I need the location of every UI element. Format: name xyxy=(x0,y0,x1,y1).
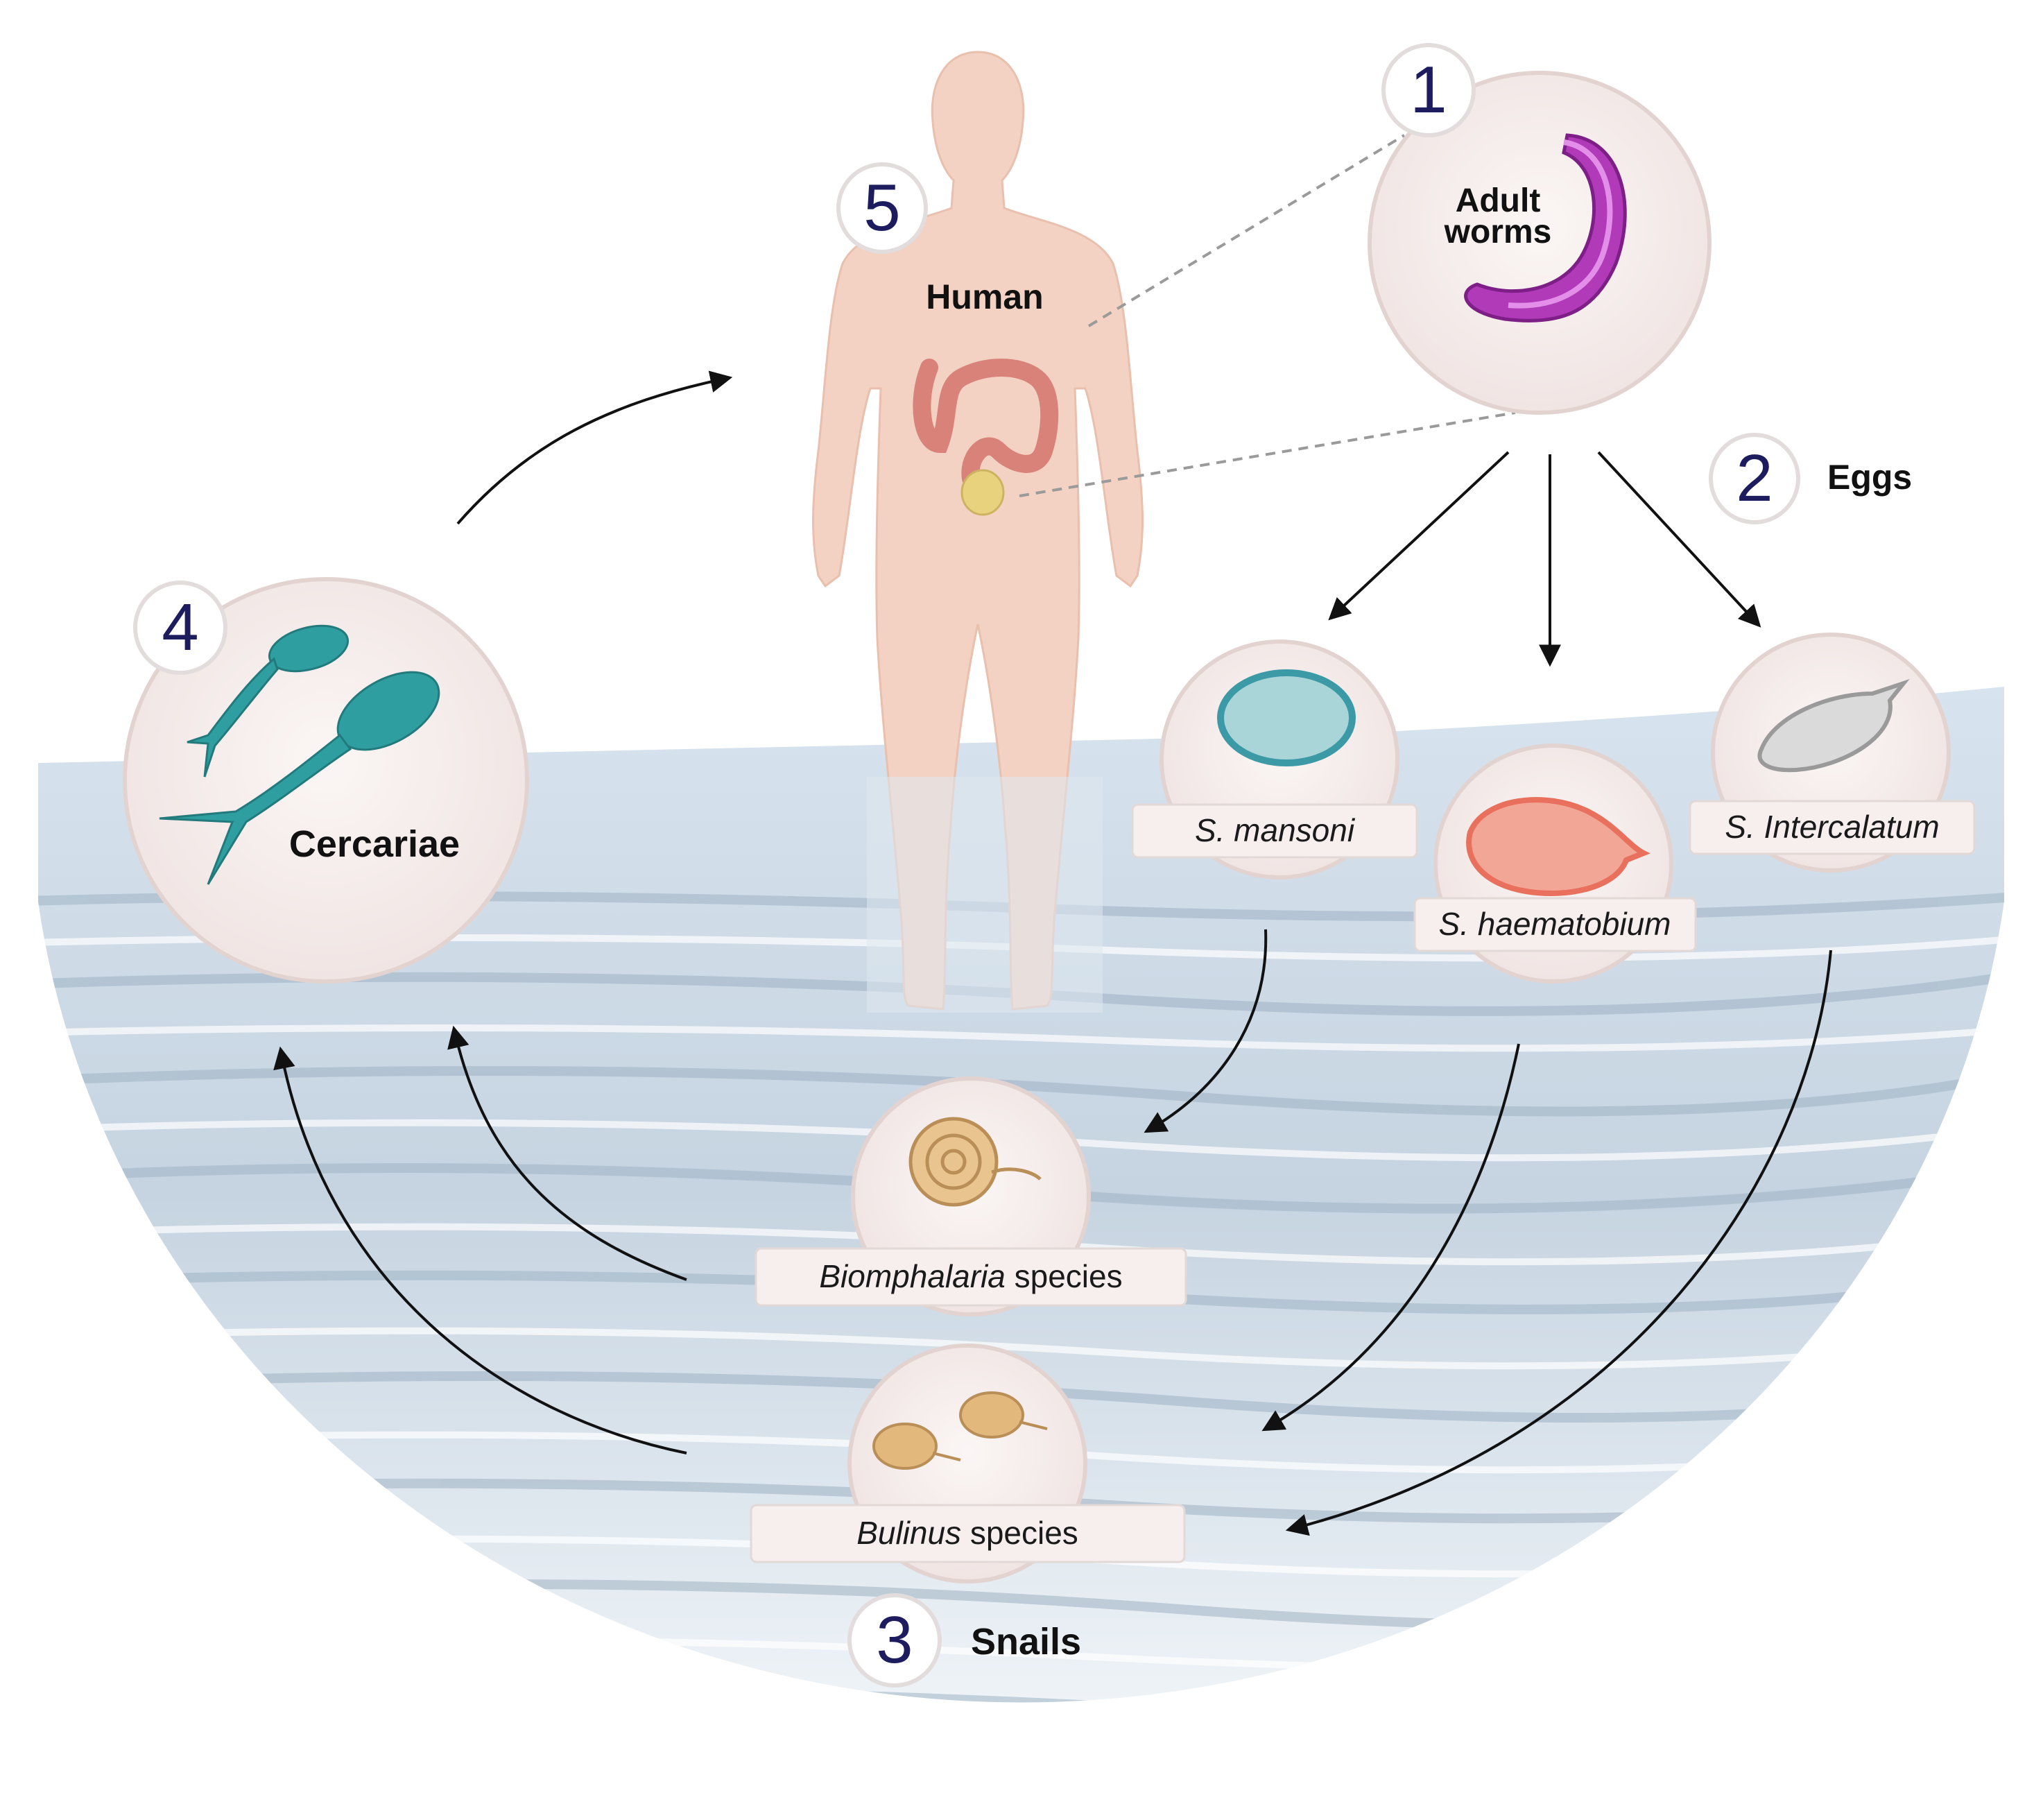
egg-bubble-mansoni: S. mansoni xyxy=(1131,639,1418,879)
step-badge-5: 5 xyxy=(836,162,928,254)
human-label: Human xyxy=(926,277,1043,316)
cercariae-label: Cercariae xyxy=(289,823,460,865)
step-badge-1: 1 xyxy=(1381,43,1476,137)
snails-label: Snails xyxy=(971,1621,1081,1663)
step-badge-4: 4 xyxy=(133,581,227,675)
bladder-icon xyxy=(960,469,1005,516)
bulinus-italic: Bulinus xyxy=(856,1515,961,1551)
biomphalaria-italic: Biomphalaria xyxy=(819,1258,1005,1294)
egg-haematobium-icon xyxy=(1466,797,1650,896)
egg-intercalatum-label: S. Intercalatum xyxy=(1725,809,1939,845)
biomphalaria-label: Biomphalaria species xyxy=(819,1258,1122,1294)
snail-bubble-biomphalaria: Biomphalaria species xyxy=(755,1076,1187,1316)
step-badge-3: 3 xyxy=(847,1593,942,1688)
biomphalaria-snail-icon xyxy=(908,1117,1042,1207)
biomphalaria-rest: species xyxy=(1006,1258,1123,1294)
egg-intercalatum-icon xyxy=(1757,678,1910,773)
arrow-icon xyxy=(1328,451,1761,667)
dashed-line-icon xyxy=(1019,134,1516,497)
egg-haematobium-label: S. haematobium xyxy=(1439,906,1671,942)
step-number-2: 2 xyxy=(1736,441,1773,515)
leg-water-overlay xyxy=(867,777,1103,1013)
bulinus-label: Bulinus species xyxy=(856,1515,1078,1551)
egg-mansoni-icon xyxy=(1217,669,1356,766)
cercariae-bubble: Cercariae xyxy=(123,577,529,984)
step-number-3: 3 xyxy=(876,1603,913,1677)
bulinus-snail-icon xyxy=(872,1391,1048,1470)
step-badge-2: 2 xyxy=(1709,433,1800,524)
adult-worms-label-line2: worms xyxy=(1444,214,1552,250)
egg-bubble-intercalatum: S. Intercalatum xyxy=(1689,633,1976,873)
arrow-icon xyxy=(456,370,733,525)
step-number-1: 1 xyxy=(1410,53,1447,127)
eggs-label: Eggs xyxy=(1827,458,1912,497)
bulinus-rest: species xyxy=(961,1515,1078,1551)
cercariae-icon xyxy=(159,624,440,885)
adult-worms-bubble: Adult worms xyxy=(1368,71,1712,415)
snail-bubble-bulinus: Bulinus species xyxy=(750,1343,1186,1583)
worm-icon xyxy=(1464,133,1627,323)
colon-icon xyxy=(913,359,1059,488)
egg-bubble-haematobium: S. haematobium xyxy=(1413,744,1697,984)
step-number-4: 4 xyxy=(162,590,198,664)
adult-worms-label-line1: Adult xyxy=(1456,182,1541,219)
egg-mansoni-label: S. mansoni xyxy=(1195,812,1356,848)
human-figure xyxy=(812,51,1144,1013)
step-number-5: 5 xyxy=(863,171,900,245)
arrow-icon xyxy=(273,929,1832,1536)
